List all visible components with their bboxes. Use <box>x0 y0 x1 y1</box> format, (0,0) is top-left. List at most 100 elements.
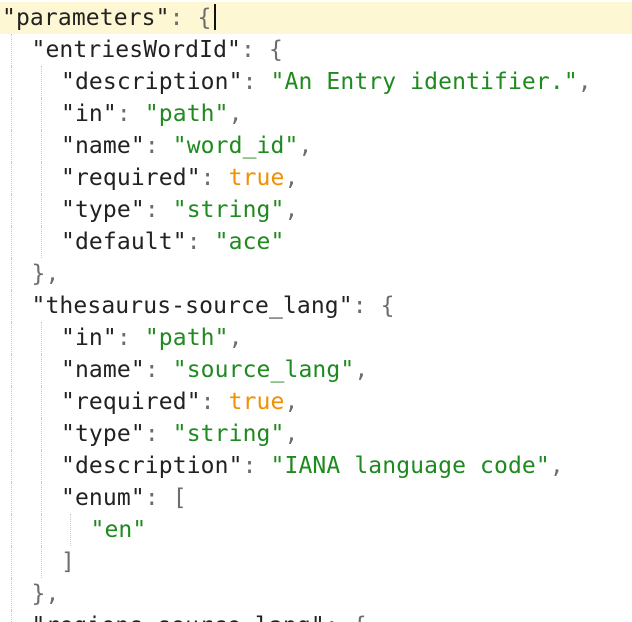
code-line[interactable]: "en" <box>0 514 632 546</box>
punctuation-token: : { <box>352 293 395 319</box>
punctuation-token: : { <box>241 37 283 63</box>
indent-guide <box>11 578 12 610</box>
code-text: "default": "ace" <box>61 226 285 258</box>
punctuation-token: , <box>228 325 243 351</box>
code-text: "entriesWordId": { <box>32 34 283 66</box>
json-key-token: "type" <box>61 421 145 447</box>
json-key-token: "parameters" <box>2 5 170 31</box>
indent-guide <box>11 450 12 482</box>
code-text: "type": "string", <box>61 194 298 226</box>
code-line-current[interactable]: "parameters": { <box>0 2 632 34</box>
indent-guide <box>40 130 42 162</box>
indent-guide <box>40 98 42 130</box>
punctuation-token: , <box>284 165 299 191</box>
code-line[interactable]: "enum": [ <box>0 482 632 514</box>
code-text: "enum": [ <box>61 482 187 514</box>
punctuation-token: : <box>116 101 145 127</box>
indent-guide <box>11 98 12 130</box>
code-text: }, <box>32 578 60 610</box>
code-line[interactable]: "in": "path", <box>0 322 632 354</box>
indent-guide <box>11 322 12 354</box>
code-line[interactable]: "in": "path", <box>0 98 632 130</box>
string-value-token: "string" <box>172 421 285 447</box>
code-line[interactable]: "type": "string", <box>0 194 632 226</box>
indent-guide <box>11 418 12 450</box>
indent-guide <box>40 322 42 354</box>
indent-guide <box>11 482 12 514</box>
json-key-token: "thesaurus-source_lang" <box>31 293 353 319</box>
indent-guide <box>40 482 42 514</box>
punctuation-token: : <box>200 389 229 415</box>
indent-guide <box>11 546 12 578</box>
indent-guide <box>11 130 12 162</box>
indent-guide <box>40 450 42 482</box>
punctuation-token: , <box>577 69 592 95</box>
indent-guide <box>40 354 42 386</box>
punctuation-token: : <box>144 197 173 223</box>
code-line[interactable]: "name": "word_id", <box>0 130 632 162</box>
code-line[interactable]: "entriesWordId": { <box>0 34 632 66</box>
string-value-token: "word_id" <box>172 133 299 159</box>
code-line[interactable]: "required": true, <box>0 162 632 194</box>
punctuation-token: , <box>354 357 369 383</box>
code-text: "description": "IANA language code", <box>61 450 564 482</box>
punctuation-token: , <box>284 421 299 447</box>
indent-guide <box>11 66 12 98</box>
code-line[interactable]: "required": true, <box>0 386 632 418</box>
indent-guide <box>11 386 12 418</box>
json-key-token: "required" <box>61 389 201 415</box>
string-value-token: "en" <box>90 517 147 543</box>
code-line[interactable]: "default": "ace" <box>0 226 632 258</box>
code-text: "description": "An Entry identifier.", <box>61 66 592 98</box>
json-key-token: "description" <box>61 453 243 479</box>
string-value-token: "IANA language code" <box>270 453 550 479</box>
punctuation-token: , <box>298 133 313 159</box>
json-key-token: "entriesWordId" <box>31 37 242 63</box>
punctuation-token: , <box>228 101 243 127</box>
punctuation-token: }, <box>31 581 60 607</box>
indent-guide <box>40 226 42 258</box>
code-text: }, <box>32 258 60 290</box>
punctuation-token: }, <box>31 261 60 287</box>
punctuation-token: : { <box>325 613 367 622</box>
punctuation-token: : <box>242 453 271 479</box>
json-key-token: "default" <box>61 229 187 255</box>
boolean-value-token: true <box>228 165 285 191</box>
punctuation-token: : <box>186 229 215 255</box>
indent-guide <box>40 418 42 450</box>
string-value-token: "ace" <box>214 229 285 255</box>
indent-guide <box>11 226 12 258</box>
code-text: "required": true, <box>61 386 298 418</box>
json-key-token: "enum" <box>61 485 145 511</box>
code-text: "in": "path", <box>61 322 243 354</box>
code-text: "type": "string", <box>61 418 298 450</box>
indent-guide <box>40 66 42 98</box>
code-line[interactable]: }, <box>0 258 632 290</box>
punctuation-token: : [ <box>144 485 187 511</box>
punctuation-token: , <box>284 389 299 415</box>
json-key-token: "type" <box>61 197 145 223</box>
json-key-token: "required" <box>61 165 201 191</box>
punctuation-token: , <box>549 453 564 479</box>
string-value-token: "path" <box>144 101 229 127</box>
code-line[interactable]: "type": "string", <box>0 418 632 450</box>
indent-guide <box>11 258 12 290</box>
code-line[interactable]: "name": "source_lang", <box>0 354 632 386</box>
code-line[interactable]: "thesaurus-source_lang": { <box>0 290 632 322</box>
punctuation-token: : <box>116 325 145 351</box>
code-text: "parameters": { <box>2 2 216 34</box>
code-line[interactable]: ] <box>0 546 632 578</box>
indent-guide <box>11 514 12 546</box>
json-key-token: "description" <box>61 69 243 95</box>
punctuation-token: : <box>200 165 229 191</box>
code-text: "required": true, <box>61 162 298 194</box>
code-line[interactable]: "description": "An Entry identifier.", <box>0 66 632 98</box>
code-line[interactable]: "description": "IANA language code", <box>0 450 632 482</box>
indent-guide <box>40 386 42 418</box>
code-line[interactable]: }, <box>0 578 632 610</box>
punctuation-token: , <box>284 197 299 223</box>
json-key-token: "name" <box>61 133 145 159</box>
code-line[interactable]: "regions-source_lang": { <box>0 610 632 622</box>
indent-guide <box>11 354 12 386</box>
